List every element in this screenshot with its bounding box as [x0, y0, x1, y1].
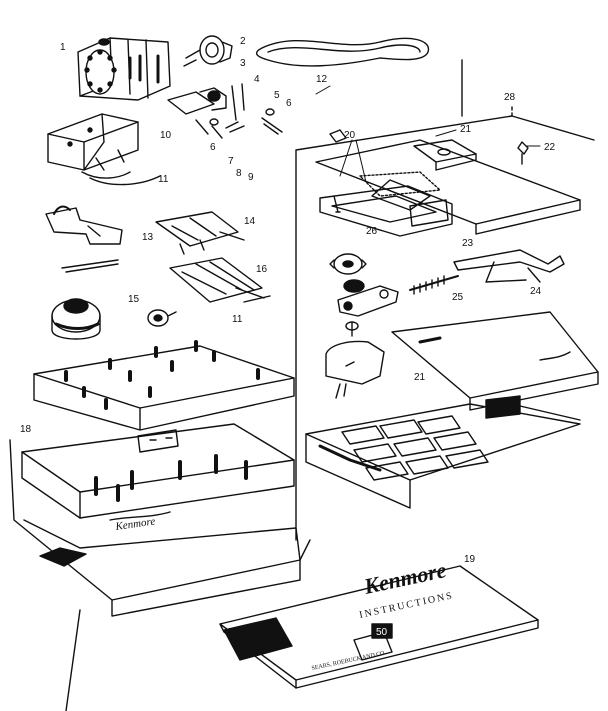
- callout-12: 12: [316, 74, 328, 85]
- long-screw-part: [410, 276, 458, 294]
- callout-4: 4: [254, 74, 260, 85]
- cam-plate-part: [326, 342, 384, 399]
- foot-block-part: [414, 140, 476, 170]
- linkage-lever-part: [338, 286, 398, 336]
- callout-6b: 6: [210, 142, 216, 153]
- callout-labels: 1 2 3 4 5 6 6 7 8 9 10 11 11 12 13 14 15…: [20, 36, 556, 565]
- throat-plate-part: [392, 312, 598, 410]
- instruction-booklet: [220, 566, 538, 688]
- callout-19: 19: [464, 554, 476, 565]
- callout-10: 10: [160, 130, 172, 141]
- guide-plate-part: [156, 212, 244, 254]
- callout-25: 25: [452, 292, 464, 303]
- slide-plate-part: [170, 258, 270, 302]
- callout-28: 28: [504, 92, 516, 103]
- pulley-part: [52, 299, 100, 339]
- spindle-part: [518, 142, 528, 164]
- callout-2: 2: [240, 36, 246, 47]
- callout-9: 9: [248, 172, 254, 183]
- small-hardware-parts: [168, 84, 282, 138]
- slide-track-part: [320, 186, 452, 236]
- callout-16: 16: [256, 264, 268, 275]
- callout-8: 8: [236, 168, 242, 179]
- gear-part: [330, 254, 366, 292]
- bobbin-part: [148, 310, 176, 326]
- callout-20: 20: [344, 130, 356, 141]
- leader-lines: [316, 86, 540, 182]
- callout-21b: 21: [414, 372, 426, 383]
- drive-belt-part: [257, 38, 429, 66]
- callout-6: 6: [286, 98, 292, 109]
- callout-1: 1: [60, 42, 66, 53]
- callout-23: 23: [462, 238, 474, 249]
- base-plate-part: [306, 396, 580, 508]
- callout-11b: 11: [232, 314, 243, 325]
- booklet-model-number: 50: [376, 627, 388, 638]
- callout-7: 7: [228, 156, 234, 167]
- exploded-view-panel: [296, 60, 594, 540]
- callout-11: 11: [158, 174, 169, 185]
- callout-14: 14: [244, 216, 256, 227]
- needle-plate-part: [46, 207, 122, 244]
- feed-lever-part: [454, 250, 564, 282]
- wire-spring-part: [62, 260, 118, 272]
- callout-26: 26: [366, 226, 378, 237]
- callout-18: 18: [20, 424, 32, 435]
- callout-24: 24: [530, 286, 542, 297]
- cabinet-base: Kenmore: [10, 440, 310, 616]
- cabinet-script: Kenmore: [114, 516, 156, 534]
- callout-3: 3: [240, 58, 246, 69]
- screw-part: [330, 130, 346, 212]
- leader-line: [82, 172, 130, 178]
- callout-21: 21: [460, 124, 472, 135]
- callout-13: 13: [142, 232, 154, 243]
- cam-stack-part: [78, 38, 170, 100]
- spool-pin-tray: [34, 342, 294, 430]
- leader-line: [66, 610, 80, 711]
- callout-22: 22: [544, 142, 556, 153]
- spool-stud-part: [184, 36, 232, 66]
- callout-5: 5: [274, 90, 280, 101]
- accessory-drawer: [22, 424, 294, 518]
- callout-15: 15: [128, 294, 140, 305]
- housing-bar-part: [48, 114, 160, 185]
